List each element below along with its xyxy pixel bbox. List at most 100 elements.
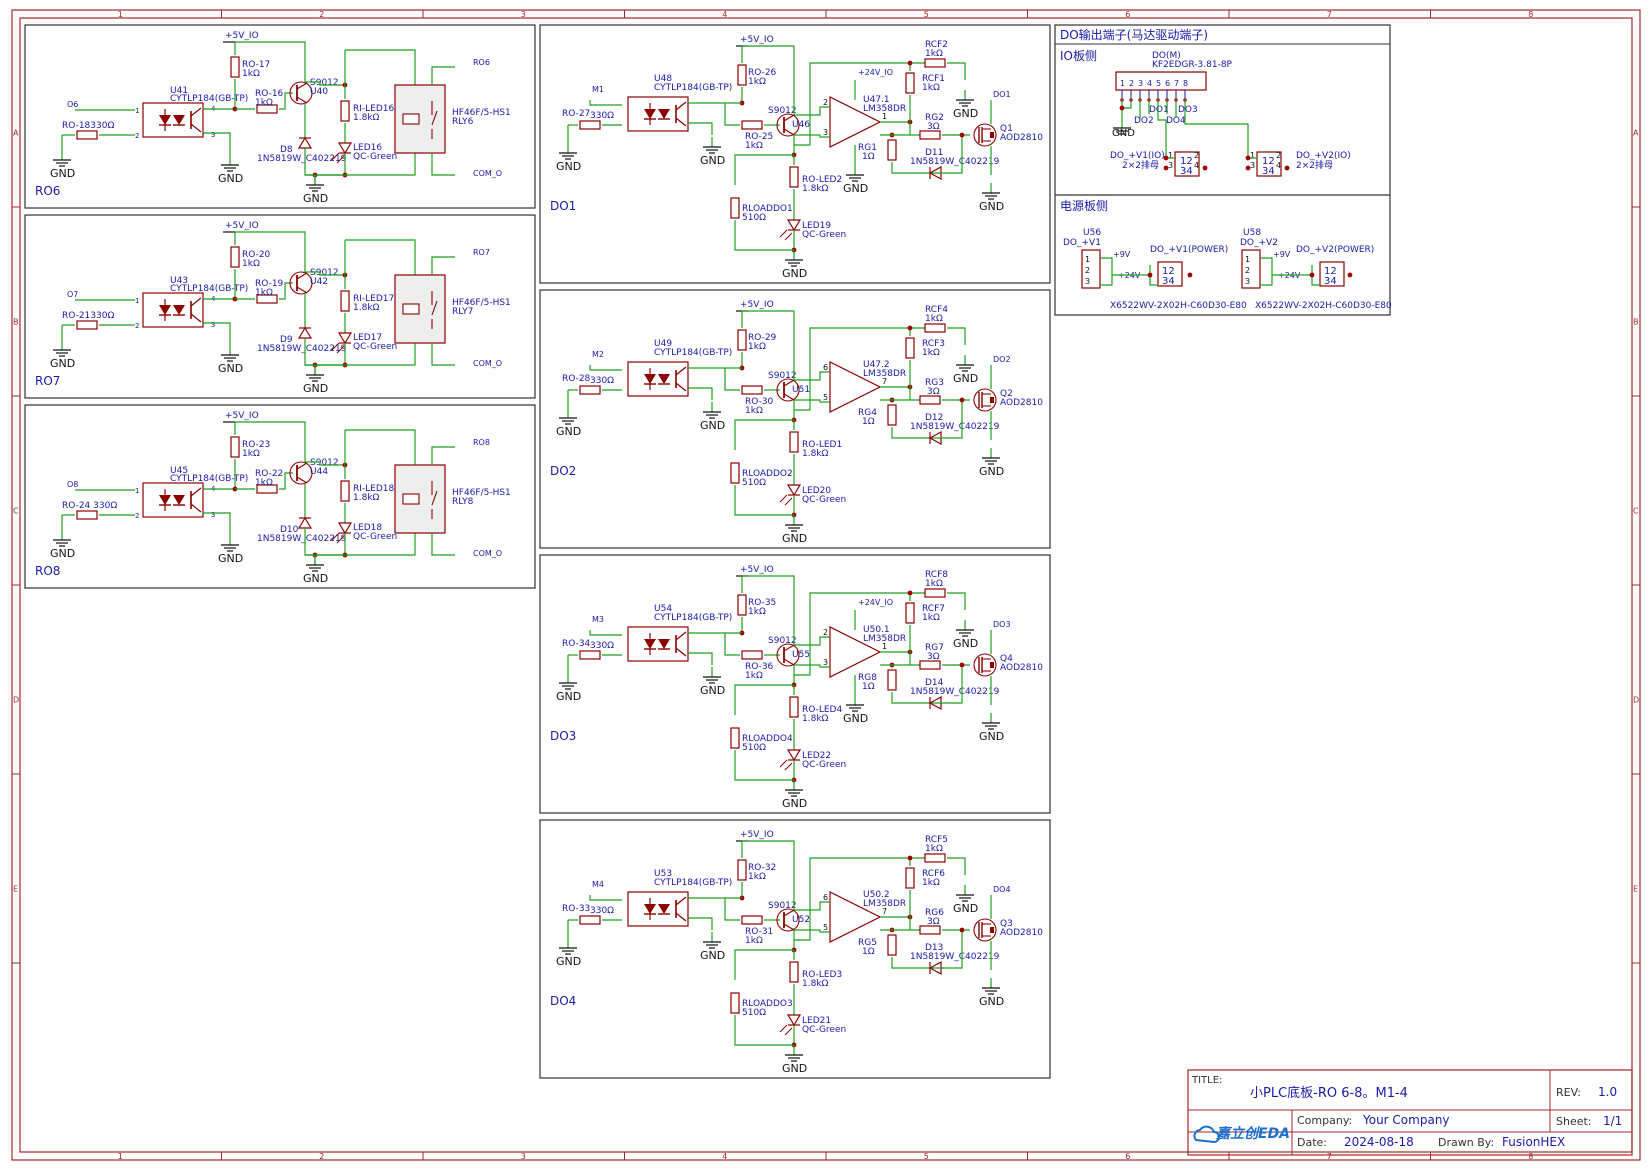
gate-diode-value: 1N5819W_C402219: [910, 157, 1000, 167]
led-value: QC-Green: [353, 152, 397, 162]
row-label: A: [1633, 128, 1639, 137]
rcf1-value: 1kΩ: [922, 878, 940, 888]
output-net-label: RO7: [473, 248, 490, 257]
pullup-resistor: [737, 859, 747, 881]
input-resistor-label: RO-28: [562, 374, 591, 384]
opto-ref: U49: [654, 339, 672, 349]
gnd-symbol: [981, 182, 1001, 200]
rcf2-value: 1kΩ: [925, 49, 943, 59]
optocoupler: [627, 626, 689, 662]
flyback-diode: [298, 327, 312, 339]
pulldown-label: RG1: [858, 143, 877, 153]
pullup-value: 1kΩ: [748, 77, 766, 87]
block-title: DO2: [550, 464, 576, 478]
transistor-ref: U40: [310, 87, 328, 97]
led: [338, 142, 352, 154]
led-resistor-label: RO-LED3: [802, 970, 842, 980]
input-net-label: O6: [67, 100, 78, 109]
diode-value: 1N5819W_C402219: [257, 154, 347, 164]
rcf1-label: RCF3: [922, 339, 945, 349]
led-resistor: [789, 431, 799, 453]
opamp-pin: 2: [823, 628, 828, 637]
opamp-pin: 1: [882, 642, 887, 651]
pulldown-resistor: [887, 669, 897, 691]
input-resistor-label: RO-18330Ω: [62, 121, 114, 131]
transistor-ref: U44: [310, 467, 328, 477]
gnd-label: GND: [556, 160, 581, 173]
load-resistor-label: RLOADDO1: [742, 204, 793, 214]
led-resistor: [340, 480, 350, 502]
u56-v9: +9V: [1113, 250, 1131, 259]
opto-ref: U53: [654, 869, 672, 879]
pullup-resistor: [737, 594, 747, 616]
gnd-label: GND: [979, 995, 1004, 1008]
hdr2-pin-2: 2: [1276, 151, 1281, 160]
pulldown-label: RG5: [858, 938, 877, 948]
gnd-symbol: [955, 89, 975, 107]
transistor-value: S9012: [310, 268, 339, 278]
row-label: B: [1633, 317, 1639, 326]
column-label: 8: [1528, 1152, 1533, 1161]
gate-resistor: [919, 925, 941, 935]
input-net-label: O8: [67, 480, 78, 489]
transistor-value: S9012: [768, 901, 797, 911]
pin-number: 3: [211, 131, 215, 139]
input-net-label: M1: [592, 85, 604, 94]
led-resistor: [789, 961, 799, 983]
mosfet-value: AOD2810: [1000, 928, 1043, 938]
connector-pin: 7: [1174, 79, 1179, 88]
connector-pin: 6: [1165, 79, 1170, 88]
led: [787, 1014, 801, 1026]
base-resistor-label: RO-19: [255, 279, 284, 289]
base-resistor-value: 1kΩ: [745, 671, 763, 681]
gnd-label: GND: [979, 200, 1004, 213]
hdr1-pin-4: 4: [1194, 161, 1199, 170]
net-do2: DO2: [1134, 116, 1154, 126]
pullup-label: RO-35: [748, 598, 776, 608]
base-resistor-value: 1kΩ: [255, 98, 273, 108]
opamp-pin: 3: [823, 128, 828, 137]
load-resistor: [730, 992, 740, 1014]
mosfet-value: AOD2810: [1000, 398, 1043, 408]
feedback-resistor-top: [924, 323, 946, 333]
relay-outputs: RO6O6GNDRO-18330ΩU41CYTLP184(GB-TP)1243G…: [24, 24, 536, 589]
connector-pin: 4: [1147, 79, 1152, 88]
company-label: Company:: [1297, 1114, 1352, 1127]
base-resistor: [741, 120, 763, 130]
gate-resistor-label: RG6: [925, 908, 944, 918]
vcc-label: +5V_IO: [740, 35, 774, 45]
transistor-ref: U51: [792, 385, 810, 395]
gnd-symbol: [52, 529, 72, 547]
date-value: 2024-08-18: [1344, 1135, 1414, 1149]
hdr2-pin-3: 3: [1250, 161, 1255, 170]
mosfet-value: AOD2810: [1000, 663, 1043, 673]
input-net-label: M3: [592, 615, 604, 624]
pulldown-value: 1Ω: [862, 417, 875, 427]
column-label: 8: [1528, 10, 1533, 19]
block-title: RO7: [35, 374, 60, 388]
diode-value: 1N5819W_C402219: [257, 534, 347, 544]
pin-number: 2: [135, 132, 139, 140]
rcf1-label: RCF1: [922, 74, 945, 84]
opamp: [829, 891, 882, 943]
gnd-symbol: [220, 534, 240, 552]
opamp-pin: 6: [823, 893, 828, 902]
sheet-value: 1/1: [1603, 1114, 1622, 1128]
pulldown-value: 1Ω: [862, 947, 875, 957]
row-label: B: [13, 317, 19, 326]
block-title: RO6: [35, 184, 60, 198]
com-net-label: COM_O: [473, 359, 502, 368]
hdr1-pin-3: 3: [1168, 161, 1173, 170]
column-label: 7: [1327, 10, 1332, 19]
gnd-label: GND: [218, 362, 243, 375]
pulldown-label: RG4: [858, 408, 877, 418]
led-resistor: [789, 166, 799, 188]
rev-value: 1.0: [1598, 1085, 1617, 1099]
svg-text:3: 3: [1245, 277, 1250, 286]
opamp-ref: U50.1: [863, 625, 890, 635]
load-resistor-value: 510Ω: [742, 1008, 766, 1018]
relay-ref: RLY7: [452, 307, 473, 317]
diode-ref: D10: [280, 525, 299, 535]
rcf2-label: RCF8: [925, 570, 948, 580]
